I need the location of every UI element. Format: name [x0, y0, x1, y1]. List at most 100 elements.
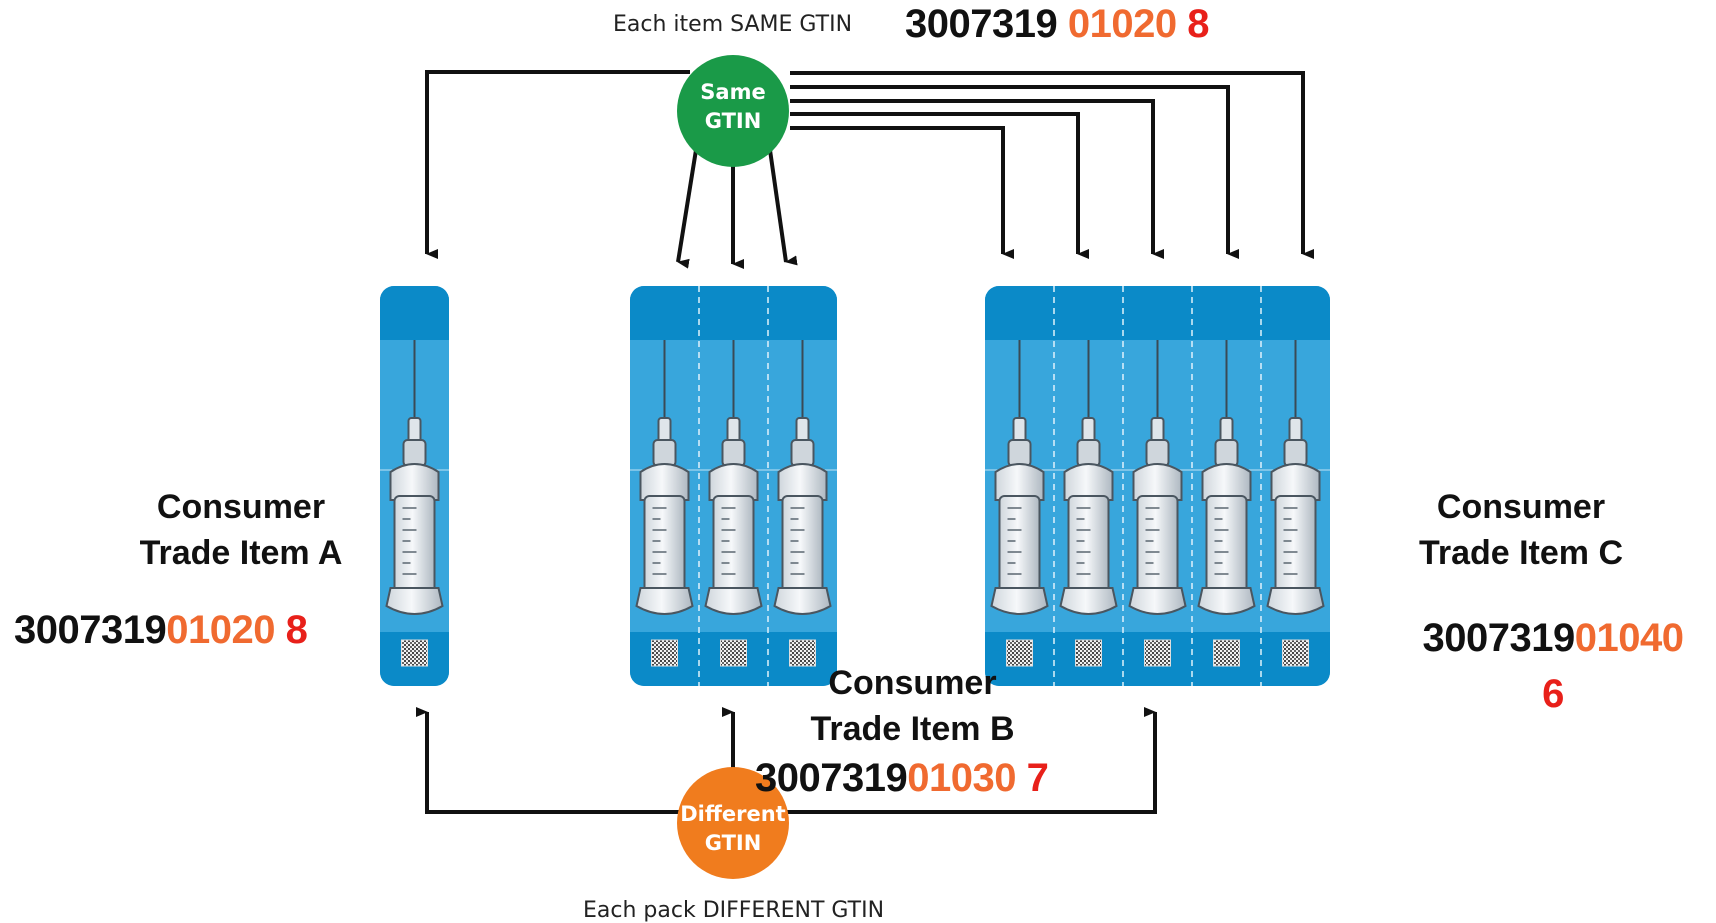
connector-c-5 — [790, 71, 1314, 259]
item-b-gtin: 300731901030 7 — [755, 756, 1049, 801]
item-b-title: Consumer Trade Item B — [770, 660, 1055, 752]
item-a-title: Consumer Trade Item A — [116, 484, 366, 576]
syringe-barrel — [393, 495, 436, 593]
same-gtin-line-2: GTIN — [704, 109, 762, 133]
needle-hub — [1081, 417, 1096, 443]
item-c-title-line-2: Trade Item C — [1418, 534, 1624, 572]
syringe-tip — [1076, 439, 1101, 467]
syringe-icon — [704, 340, 763, 615]
item-b-title-line-2: Trade Item B — [810, 710, 1015, 748]
pack-item-b — [630, 286, 837, 686]
syringe-icon — [990, 340, 1049, 615]
syringe-icon — [385, 340, 444, 615]
syringe-flange — [1059, 587, 1118, 615]
syringe-flange — [990, 587, 1049, 615]
needle-hub — [1150, 417, 1165, 443]
datamatrix-code — [1144, 639, 1171, 667]
pack-top-band-fill — [380, 316, 449, 340]
connector-b-3 — [768, 149, 798, 266]
datamatrix-code — [720, 639, 747, 667]
syringe-barrel — [643, 495, 686, 593]
datamatrix-code — [789, 639, 816, 667]
syringe-icon — [1059, 340, 1118, 615]
needle-hub — [1219, 417, 1234, 443]
syringe-tip — [1214, 439, 1239, 467]
syringe-barrel — [1136, 495, 1179, 593]
item-c-title-line-1: Consumer — [1436, 488, 1606, 526]
different-gtin-connectors — [416, 707, 1157, 814]
syringe-collar — [994, 463, 1045, 501]
syringe-icon — [635, 340, 694, 615]
syringe-barrel — [998, 495, 1041, 593]
syringe-flange — [704, 587, 763, 615]
syringe-tip — [1145, 439, 1170, 467]
syringe-collar — [1270, 463, 1321, 501]
syringe-barrel — [712, 495, 755, 593]
item-a-gtin: 300731901020 8 — [14, 608, 308, 653]
syringe-collar — [639, 463, 690, 501]
syringe-tip — [1283, 439, 1308, 467]
needle-hub — [795, 417, 810, 443]
syringe-flange — [1128, 587, 1187, 615]
header-gtin-prefix: 3007319 — [905, 2, 1058, 46]
connector-to-item-a — [425, 70, 690, 259]
datamatrix-code — [401, 639, 428, 667]
item-c-gtin: 300731901040 6 — [1390, 610, 1716, 722]
pack-item-c — [985, 286, 1330, 686]
different-gtin-line-1: Different — [680, 802, 786, 826]
same-gtin-line-1: Same — [700, 80, 766, 104]
needle-hub — [407, 417, 422, 443]
pack-bottom-band-round — [630, 650, 837, 686]
connector-diff-c — [780, 707, 1157, 814]
header-gtin: 3007319 01020 8 — [905, 2, 1209, 47]
syringe-collar — [708, 463, 759, 501]
syringe-flange — [773, 587, 832, 615]
syringe-collar — [1201, 463, 1252, 501]
needle-hub — [657, 417, 672, 443]
item-a-title-line-2: Trade Item A — [139, 534, 343, 572]
item-a-gtin-prefix: 3007319 — [14, 608, 167, 652]
syringe-barrel — [781, 495, 824, 593]
pack-top-band-fill — [985, 316, 1330, 340]
item-a-title-line-1: Consumer — [156, 488, 326, 526]
pack-item-a — [380, 286, 449, 686]
same-gtin-connectors — [425, 70, 1314, 269]
syringe-icon — [1128, 340, 1187, 615]
same-gtin-note: Each item SAME GTIN — [613, 12, 853, 37]
syringe-barrel — [1067, 495, 1110, 593]
connector-b-1 — [676, 149, 698, 269]
syringe-collar — [777, 463, 828, 501]
syringe-flange — [1266, 587, 1325, 615]
connector-c-3 — [790, 99, 1164, 259]
syringe-icon — [1197, 340, 1256, 615]
pack-bottom-band-round — [380, 650, 449, 686]
different-gtin-line-2: GTIN — [704, 831, 762, 855]
syringe-tip — [790, 439, 815, 467]
header-gtin-ref: 01020 — [1067, 2, 1177, 46]
datamatrix-code — [1213, 639, 1240, 667]
different-gtin-badge-label: Different GTIN — [672, 800, 794, 858]
same-gtin-badge — [677, 55, 789, 167]
syringe-icon — [773, 340, 832, 615]
item-c-gtin-ref: 01040 — [1574, 616, 1684, 660]
syringe-tip — [402, 439, 427, 467]
syringe-barrel — [1274, 495, 1317, 593]
item-c-title: Consumer Trade Item C — [1396, 484, 1646, 576]
connector-c-4 — [790, 85, 1239, 259]
item-c-gtin-check: 6 — [1542, 672, 1564, 716]
syringe-tip — [721, 439, 746, 467]
different-gtin-badge — [677, 767, 789, 879]
header-gtin-check: 8 — [1187, 2, 1209, 46]
needle-hub — [1288, 417, 1303, 443]
needle-hub — [1012, 417, 1027, 443]
item-a-gtin-ref: 01020 — [166, 608, 275, 652]
datamatrix-code — [1075, 639, 1102, 667]
different-gtin-note: Each pack DIFFERENT GTIN — [583, 898, 885, 923]
syringe-tip — [1007, 439, 1032, 467]
datamatrix-code — [651, 639, 678, 667]
item-b-gtin-prefix: 3007319 — [755, 756, 908, 800]
connector-c-2 — [790, 112, 1089, 259]
item-a-gtin-check: 8 — [285, 608, 308, 652]
needle-hub — [726, 417, 741, 443]
